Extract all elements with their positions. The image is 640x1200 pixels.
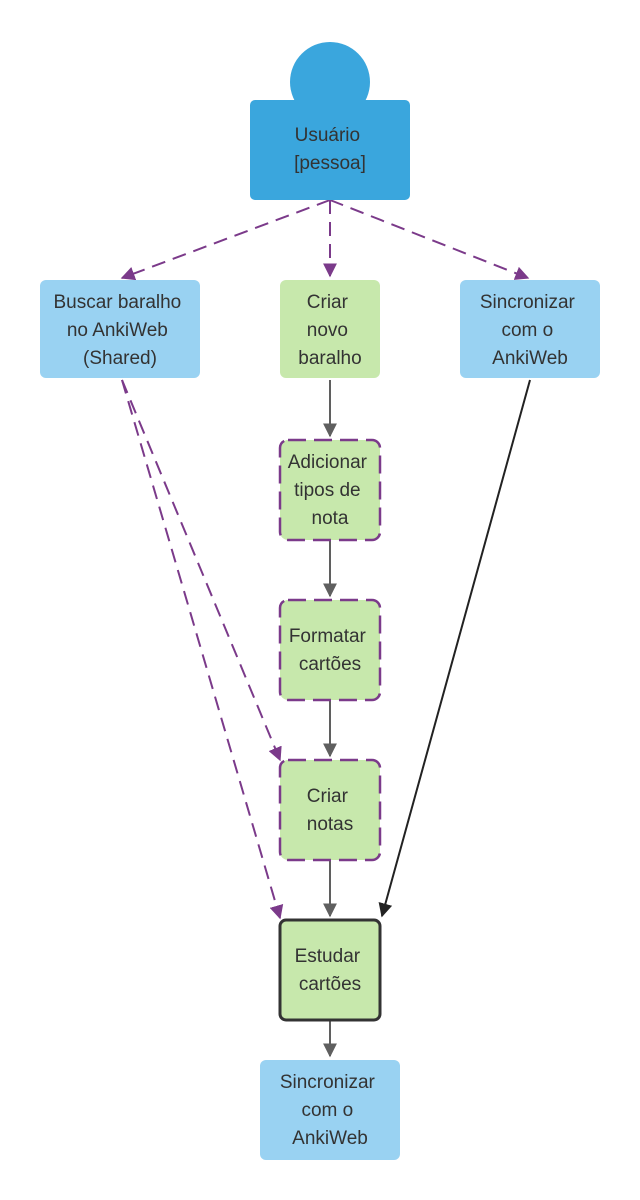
node-create-notes[interactable]: Criar notas [278, 758, 382, 862]
node-format-cards-box [278, 598, 382, 702]
node-search-deck-line-2: no AnkiWeb [67, 320, 168, 341]
node-create-notes-line-2: notas [307, 814, 353, 835]
node-create-notes-box [278, 758, 382, 862]
node-study-cards-line-1: Estudar [295, 946, 361, 967]
node-sync-top-line-3: AnkiWeb [492, 348, 568, 369]
edge-search-deck-to-study-cards [121, 379, 284, 920]
node-sync-bottom-line-3: AnkiWeb [292, 1128, 368, 1149]
person-body [250, 100, 410, 200]
edge-user-to-sync-top [329, 199, 530, 280]
node-search-deck-line-3: (Shared) [83, 348, 157, 369]
node-add-note-types-line-3: nota [312, 508, 349, 529]
node-study-cards-label: Estudar cartões [295, 946, 366, 995]
node-create-notes-line-1: Criar [307, 786, 349, 807]
node-sync-bottom-box [260, 1060, 400, 1160]
node-create-deck-line-2: novo [307, 320, 348, 341]
node-study-cards[interactable]: Estudar cartões [278, 918, 382, 1022]
node-format-cards-label: Formatar cartões [289, 626, 371, 675]
edge-sync-top-to-study-cards [378, 379, 531, 918]
node-sync-top-line-1: Sincronizar [480, 292, 576, 313]
node-user-line-1: Usuário [295, 125, 360, 146]
node-add-note-types[interactable]: Adicionar tipos de nota [278, 438, 382, 542]
node-add-note-types-line-2: tipos de [294, 480, 361, 501]
node-add-note-types-label: Adicionar tipos de nota [288, 452, 373, 529]
node-search-deck-line-1: Buscar baralho [53, 292, 181, 313]
node-study-cards-line-2: cartões [299, 974, 361, 995]
node-create-deck-line-1: Criar [307, 292, 349, 313]
node-create-deck-label: Criar novo baralho [298, 292, 361, 369]
edge-search-deck-to-create-notes [121, 379, 282, 762]
node-format-cards[interactable]: Formatar cartões [278, 598, 382, 702]
node-sync-bottom-label: Sincronizar com o AnkiWeb [280, 1072, 380, 1149]
node-create-deck-line-3: baralho [298, 348, 361, 369]
node-format-cards-line-1: Formatar [289, 626, 367, 647]
edge-user-to-search-deck [120, 199, 331, 281]
node-user-label: Usuário [pessoa] [294, 125, 366, 174]
node-create-deck-box [280, 280, 380, 378]
node-create-deck[interactable]: Criar novo baralho [280, 280, 380, 378]
node-search-deck-box [40, 280, 200, 378]
node-add-note-types-line-1: Adicionar [288, 452, 368, 473]
node-format-cards-line-2: cartões [299, 654, 361, 675]
node-study-cards-box [278, 918, 382, 1022]
node-sync-bottom-line-1: Sincronizar [280, 1072, 376, 1093]
node-sync-top-label: Sincronizar com o AnkiWeb [480, 292, 580, 369]
node-search-deck[interactable]: Buscar baralho no AnkiWeb (Shared) [40, 280, 200, 378]
node-add-note-types-box [278, 438, 382, 542]
node-search-deck-label: Buscar baralho no AnkiWeb (Shared) [53, 292, 186, 369]
node-sync-top-line-2: com o [501, 320, 553, 341]
node-user-line-2: [pessoa] [294, 153, 366, 174]
node-user[interactable]: Usuário [pessoa] [250, 42, 410, 200]
node-sync-bottom[interactable]: Sincronizar com o AnkiWeb [260, 1060, 400, 1160]
node-sync-bottom-line-2: com o [301, 1100, 353, 1121]
node-sync-top-box [460, 280, 600, 378]
node-create-notes-label: Criar notas [307, 786, 353, 835]
node-sync-top[interactable]: Sincronizar com o AnkiWeb [460, 280, 600, 378]
